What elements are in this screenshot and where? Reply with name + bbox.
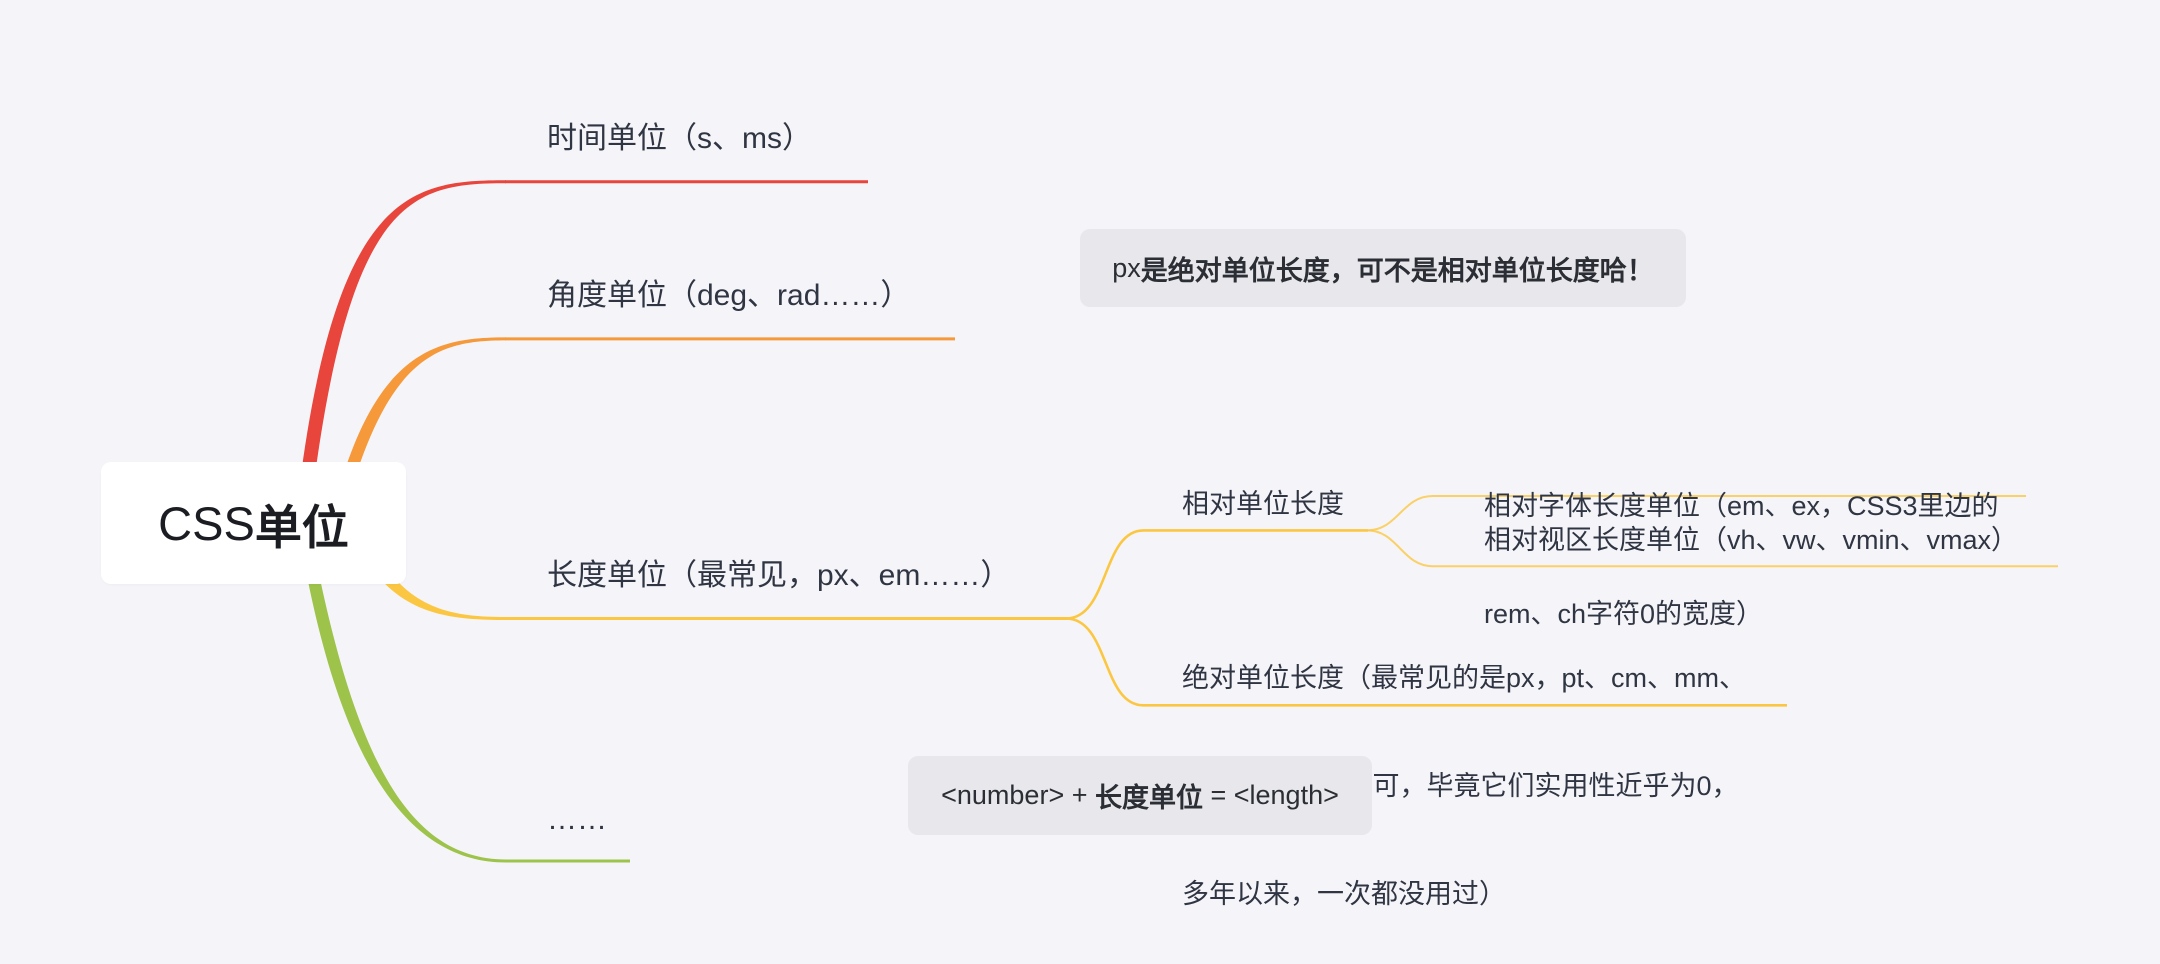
branch-connector-more — [304, 558, 506, 863]
subtopic-font-relative-length[interactable]: 相对字体长度单位（em、ex，CSS3里边的 rem、ch字符0的宽度） — [1484, 416, 1999, 668]
subtopic-viewport-relative-length[interactable]: 相对视区长度单位（vh、vw、vmin、vmax） — [1484, 525, 2019, 555]
note-text-suffix: = <length> — [1202, 780, 1339, 810]
central-topic-text-bold: 单位 — [254, 500, 349, 554]
subtopic-connector-absolute-length — [1065, 617, 1787, 707]
note-text-bold: 是绝对单位长度，可不是相对单位长度哈！ — [1140, 255, 1654, 286]
topic-text-line: 多年以来，一次都没用过） — [1182, 879, 1506, 909]
topic-text-line: 相对字体长度单位（em、ex，CSS3里边的 — [1484, 491, 1999, 521]
note-text: px — [1112, 252, 1141, 283]
branch-topic-more[interactable]: …… — [547, 803, 607, 836]
central-topic-text: CSS — [158, 496, 255, 550]
branch-topic-angle[interactable]: 角度单位（deg、rad……） — [547, 279, 911, 312]
topic-text-line: 绝对单位长度（最常见的是px，pt、cm、mm、 — [1182, 663, 1747, 693]
note-text: <number> + — [941, 780, 1095, 810]
subtopic-relative-length[interactable]: 相对单位长度 — [1182, 489, 1344, 519]
topic-text-line: rem、ch字符0的宽度） — [1484, 599, 1764, 629]
branch-topic-time[interactable]: 时间单位（s、ms） — [547, 122, 812, 155]
note-length-formula[interactable]: <number> + 长度单位 = <length> — [908, 756, 1372, 835]
note-text-bold: 长度单位 — [1094, 783, 1203, 813]
subtopic-connector-viewport-relative — [1366, 529, 2058, 568]
subtopic-connector-relative-length — [1065, 529, 1368, 620]
branch-connector-angle — [339, 337, 506, 492]
branch-connector-time — [299, 180, 506, 491]
branch-topic-length[interactable]: 长度单位（最常见，px、em……） — [547, 559, 1011, 592]
subtopic-connector-font-relative — [1366, 495, 2026, 532]
